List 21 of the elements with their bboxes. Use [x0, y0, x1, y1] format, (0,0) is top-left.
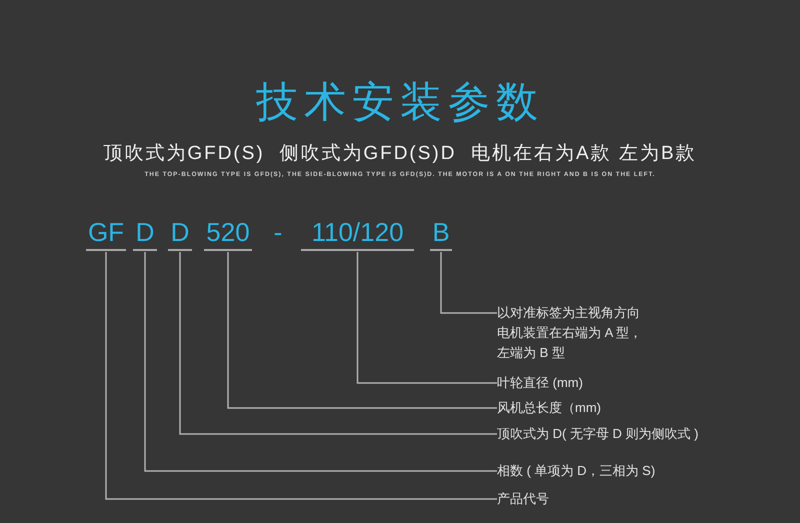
- title: 技术安装参数: [255, 77, 545, 127]
- leader-line: [179, 252, 497, 435]
- description-text: 以对准标签为主视角方向电机装置在右端为 A 型，左端为 B 型: [497, 303, 647, 363]
- description-text: 产品代号: [497, 489, 549, 509]
- code-segment: 110/120: [301, 216, 414, 251]
- separator-dash: -: [272, 216, 284, 248]
- leader-line: [144, 252, 497, 472]
- leader-line: [356, 252, 497, 384]
- leader-line: [440, 252, 497, 314]
- code-segment: GF: [86, 216, 126, 251]
- code-segment: B: [430, 216, 452, 251]
- code-segment: 520: [204, 216, 252, 251]
- description-text: 顶吹式为 D( 无字母 D 则为侧吹式 ): [497, 424, 698, 444]
- subtitle: 顶吹式为GFD(S) 侧吹式为GFD(S)D 电机在右为A款 左为B款: [102, 142, 698, 166]
- description-text: 风机总长度（mm): [497, 398, 601, 418]
- leader-line: [105, 252, 497, 500]
- description-text: 相数 ( 单项为 D，三相为 S): [497, 461, 656, 481]
- description-text: 叶轮直径 (mm): [497, 373, 583, 393]
- code-segment: D: [133, 216, 157, 251]
- code-segment: D: [168, 216, 192, 251]
- leader-line: [227, 252, 497, 409]
